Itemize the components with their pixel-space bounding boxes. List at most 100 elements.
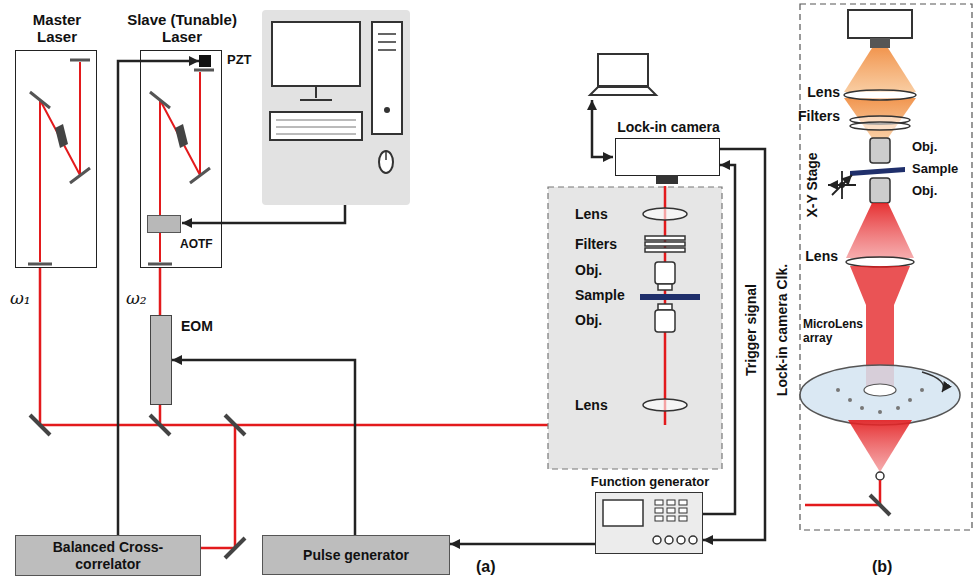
microscope xyxy=(655,310,675,332)
panel-b xyxy=(828,171,856,199)
part-label: Filters xyxy=(798,108,840,124)
signal-label: Lock-in camera Clk. xyxy=(774,264,790,396)
mirror xyxy=(150,415,170,435)
node-label: PZT xyxy=(227,53,252,68)
microscope xyxy=(645,236,685,240)
computer xyxy=(276,120,356,134)
function-generator: Function generator xyxy=(595,492,703,554)
panel-b xyxy=(850,167,905,176)
laser-box: Slave (Tunable) LaserPZTAOTF xyxy=(140,50,222,268)
part-label: ω₂ xyxy=(126,289,147,309)
computer xyxy=(272,22,360,86)
computer xyxy=(385,151,387,160)
master-cavity xyxy=(28,60,90,264)
panel-b xyxy=(844,90,916,100)
part-label: Sample xyxy=(912,162,958,177)
panel-b xyxy=(800,365,960,425)
panel-b xyxy=(870,138,890,163)
panel-b xyxy=(848,398,852,402)
laptop xyxy=(590,87,656,95)
panel-b xyxy=(828,171,856,199)
computer xyxy=(300,86,332,100)
part-label: Lens xyxy=(807,84,840,100)
panel-b xyxy=(878,410,882,414)
microscope xyxy=(645,236,685,252)
computer xyxy=(384,107,390,113)
panel-b xyxy=(844,48,916,92)
microscope xyxy=(548,187,722,469)
microscope xyxy=(643,208,687,220)
mirror xyxy=(225,415,245,435)
aotf-crystal: AOTF xyxy=(147,215,181,233)
panel-b xyxy=(839,182,845,188)
node-label: AOTF xyxy=(180,238,213,252)
panel-b xyxy=(846,257,914,267)
mirror xyxy=(30,415,50,435)
slave-cavity xyxy=(148,70,214,264)
instrument-box: Balanced Cross-correlator xyxy=(15,535,201,576)
master-cavity xyxy=(40,62,80,262)
panel-b xyxy=(870,495,890,515)
slave-cavity xyxy=(175,124,188,148)
laptop xyxy=(598,54,648,86)
laser-box: Master Laser xyxy=(15,50,97,268)
panel-b xyxy=(805,480,880,505)
part-label: Obj. xyxy=(575,312,602,328)
modulator-box: EOM xyxy=(150,315,172,405)
part-label: X-Y Stage xyxy=(804,152,820,217)
computer xyxy=(372,22,402,134)
laser-beam xyxy=(196,425,235,548)
part-label: (b) xyxy=(872,558,892,576)
computer xyxy=(378,34,396,50)
computer xyxy=(262,10,410,205)
node-label: EOM xyxy=(181,318,213,334)
part-label: (a) xyxy=(476,558,496,576)
panel-b xyxy=(848,420,912,472)
microscope xyxy=(658,284,672,290)
part-label: Lens xyxy=(575,206,608,222)
part-label: Obj. xyxy=(912,184,937,199)
panel-b xyxy=(836,388,840,392)
node-label: Balanced Cross-correlator xyxy=(16,539,200,571)
panel-b xyxy=(800,4,972,530)
computer xyxy=(379,151,393,173)
master-cavity xyxy=(28,60,90,264)
computer xyxy=(262,10,410,205)
camera-box: Lock-in camera xyxy=(615,138,720,176)
panel-b xyxy=(864,384,896,396)
node-label: Slave (Tunable) Laser xyxy=(116,11,248,46)
panel-b xyxy=(844,98,916,138)
signal-wire xyxy=(118,61,199,535)
instrument-box: Pulse generator xyxy=(262,535,450,575)
microscope xyxy=(643,399,687,411)
panel-b xyxy=(870,178,890,203)
control-wire xyxy=(182,205,345,223)
node-label: Pulse generator xyxy=(297,547,415,563)
node-label: Function generator xyxy=(566,475,734,490)
node-label: Lock-in camera xyxy=(596,119,741,135)
panel-b xyxy=(860,406,864,410)
slave-cavity xyxy=(148,70,214,264)
microscope xyxy=(645,248,685,252)
part-label: Lens xyxy=(805,248,838,264)
panel-b xyxy=(800,4,972,530)
mirror xyxy=(225,538,245,558)
panel-b xyxy=(848,10,912,38)
microscope xyxy=(658,304,672,310)
panel-b xyxy=(870,38,890,48)
microscope xyxy=(548,187,722,469)
data-wire xyxy=(592,100,613,157)
panel-b xyxy=(850,122,910,130)
panel-b xyxy=(920,388,924,392)
instrument-face xyxy=(595,492,703,554)
master-cavity xyxy=(55,124,68,148)
camera-lens xyxy=(656,175,678,184)
panel-b xyxy=(836,388,924,414)
slave-cavity xyxy=(160,72,200,262)
part-label: Sample xyxy=(575,287,625,303)
panel-b xyxy=(846,203,914,258)
part-label: Obj. xyxy=(912,140,937,155)
instrument-face xyxy=(596,493,702,553)
panel-b xyxy=(922,372,944,392)
laptop xyxy=(590,54,656,95)
